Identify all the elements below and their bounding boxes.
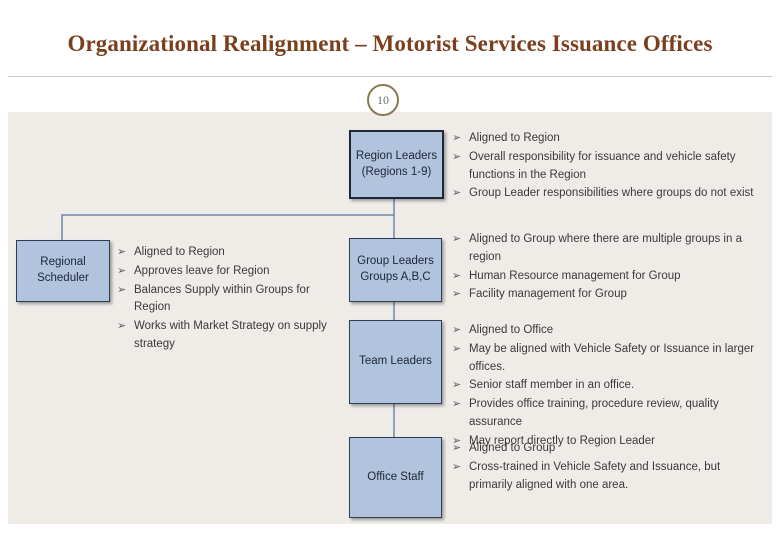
bullets-region-leaders: ➢ Aligned to Region ➢ Overall responsibi… [452, 130, 764, 204]
chevron-bullet-icon: ➢ [117, 246, 127, 258]
list-item: ➢ Overall responsibility for issuance an… [452, 149, 764, 185]
list-item: ➢ Aligned to Region [452, 130, 764, 148]
list-item: ➢ Balances Supply within Groups for Regi… [117, 282, 345, 318]
list-item-text: Human Resource management for Group [469, 269, 681, 282]
list-item: ➢ Aligned to Group where there are multi… [452, 231, 764, 267]
bullets-group-leaders: ➢ Aligned to Group where there are multi… [452, 231, 764, 305]
node-office-staff[interactable]: Office Staff [349, 437, 442, 518]
list-item: ➢ May be aligned with Vehicle Safety or … [452, 341, 764, 377]
list-item-text: Overall responsibility for issuance and … [469, 150, 736, 181]
list-item: ➢ Approves leave for Region [117, 263, 345, 281]
chevron-bullet-icon: ➢ [452, 434, 462, 447]
page-number-badge: 10 [367, 84, 399, 116]
list-item-text: Aligned to Region [134, 246, 225, 258]
list-item-text: Facility management for Group [469, 288, 627, 301]
list-item: ➢ May report directly to Region Leader [452, 433, 764, 451]
slide-title-bar: Organizational Realignment – Motorist Se… [0, 18, 780, 70]
title-divider-top [8, 76, 772, 77]
chevron-bullet-icon: ➢ [452, 460, 462, 473]
node-regional-scheduler-line1: Regional Scheduler [37, 256, 89, 284]
node-office-staff-line1: Office Staff [367, 470, 424, 483]
node-region-leaders-line2: (Regions 1-9) [361, 165, 432, 178]
chevron-bullet-icon: ➢ [452, 342, 462, 355]
node-group-leaders[interactable]: Group Leaders Groups A,B,C [349, 238, 442, 302]
chevron-bullet-icon: ➢ [452, 324, 462, 336]
list-item-text: Aligned to Group where there are multipl… [469, 233, 742, 263]
list-item-text: Works with Market Strategy on supply str… [134, 320, 327, 351]
chevron-bullet-icon: ➢ [117, 264, 127, 277]
list-item: ➢ Facility management for Group [452, 286, 764, 304]
list-item: ➢ Aligned to Group [452, 440, 764, 458]
list-item: ➢ Senior staff member in an office. [452, 377, 764, 395]
list-item: ➢ Provides office training, procedure re… [452, 396, 764, 432]
chevron-bullet-icon: ➢ [452, 150, 462, 163]
list-item: ➢ Group Leader responsibilities where gr… [452, 185, 764, 203]
chevron-bullet-icon: ➢ [452, 288, 462, 301]
list-item-text: Balances Supply within Groups for Region [134, 283, 310, 314]
list-item-text: Senior staff member in an office. [469, 379, 635, 392]
chevron-bullet-icon: ➢ [452, 187, 462, 200]
list-item-text: Aligned to Office [469, 324, 554, 336]
chevron-bullet-icon: ➢ [452, 269, 462, 282]
list-item: ➢ Aligned to Region [117, 244, 345, 262]
list-item-text: Aligned to Region [469, 132, 560, 144]
list-item-text: May be aligned with Vehicle Safety or Is… [469, 342, 755, 373]
chevron-bullet-icon: ➢ [452, 379, 462, 392]
list-item-text: Provides office training, procedure revi… [469, 398, 719, 429]
node-region-leaders[interactable]: Region Leaders (Regions 1-9) [349, 130, 444, 199]
node-regional-scheduler[interactable]: Regional Scheduler [16, 240, 110, 302]
chevron-bullet-icon: ➢ [117, 283, 127, 296]
list-item: ➢ Cross-trained in Vehicle Safety and Is… [452, 459, 764, 495]
node-team-leaders-line1: Team Leaders [359, 355, 432, 368]
list-item: ➢ Human Resource management for Group [452, 268, 764, 286]
bullets-office-staff: ➢ Aligned to Group ➢ Cross-trained in Ve… [452, 440, 764, 495]
bullets-team-leaders: ➢ Aligned to Office ➢ May be aligned wit… [452, 322, 764, 452]
list-item-text: Approves leave for Region [134, 264, 270, 277]
node-team-leaders[interactable]: Team Leaders [349, 320, 442, 404]
list-item-text: May report directly to Region Leader [469, 434, 656, 447]
node-group-leaders-line2: Groups A,B,C [360, 271, 431, 283]
list-item: ➢ Aligned to Office [452, 322, 764, 340]
list-item-text: Aligned to Group [469, 442, 556, 454]
node-group-leaders-line1: Group Leaders [357, 255, 434, 268]
bullets-regional-scheduler: ➢ Aligned to Region ➢ Approves leave for… [117, 244, 345, 355]
list-item-text: Cross-trained in Vehicle Safety and Issu… [469, 460, 721, 491]
chevron-bullet-icon: ➢ [452, 442, 462, 454]
chevron-bullet-icon: ➢ [452, 398, 462, 411]
page-title: Organizational Realignment – Motorist Se… [67, 31, 713, 56]
chevron-bullet-icon: ➢ [452, 233, 462, 245]
list-item: ➢ Works with Market Strategy on supply s… [117, 318, 345, 354]
list-item-text: Group Leader responsibilities where grou… [469, 187, 754, 200]
chevron-bullet-icon: ➢ [117, 320, 127, 333]
node-region-leaders-line1: Region Leaders [355, 149, 438, 162]
chevron-bullet-icon: ➢ [452, 132, 462, 144]
